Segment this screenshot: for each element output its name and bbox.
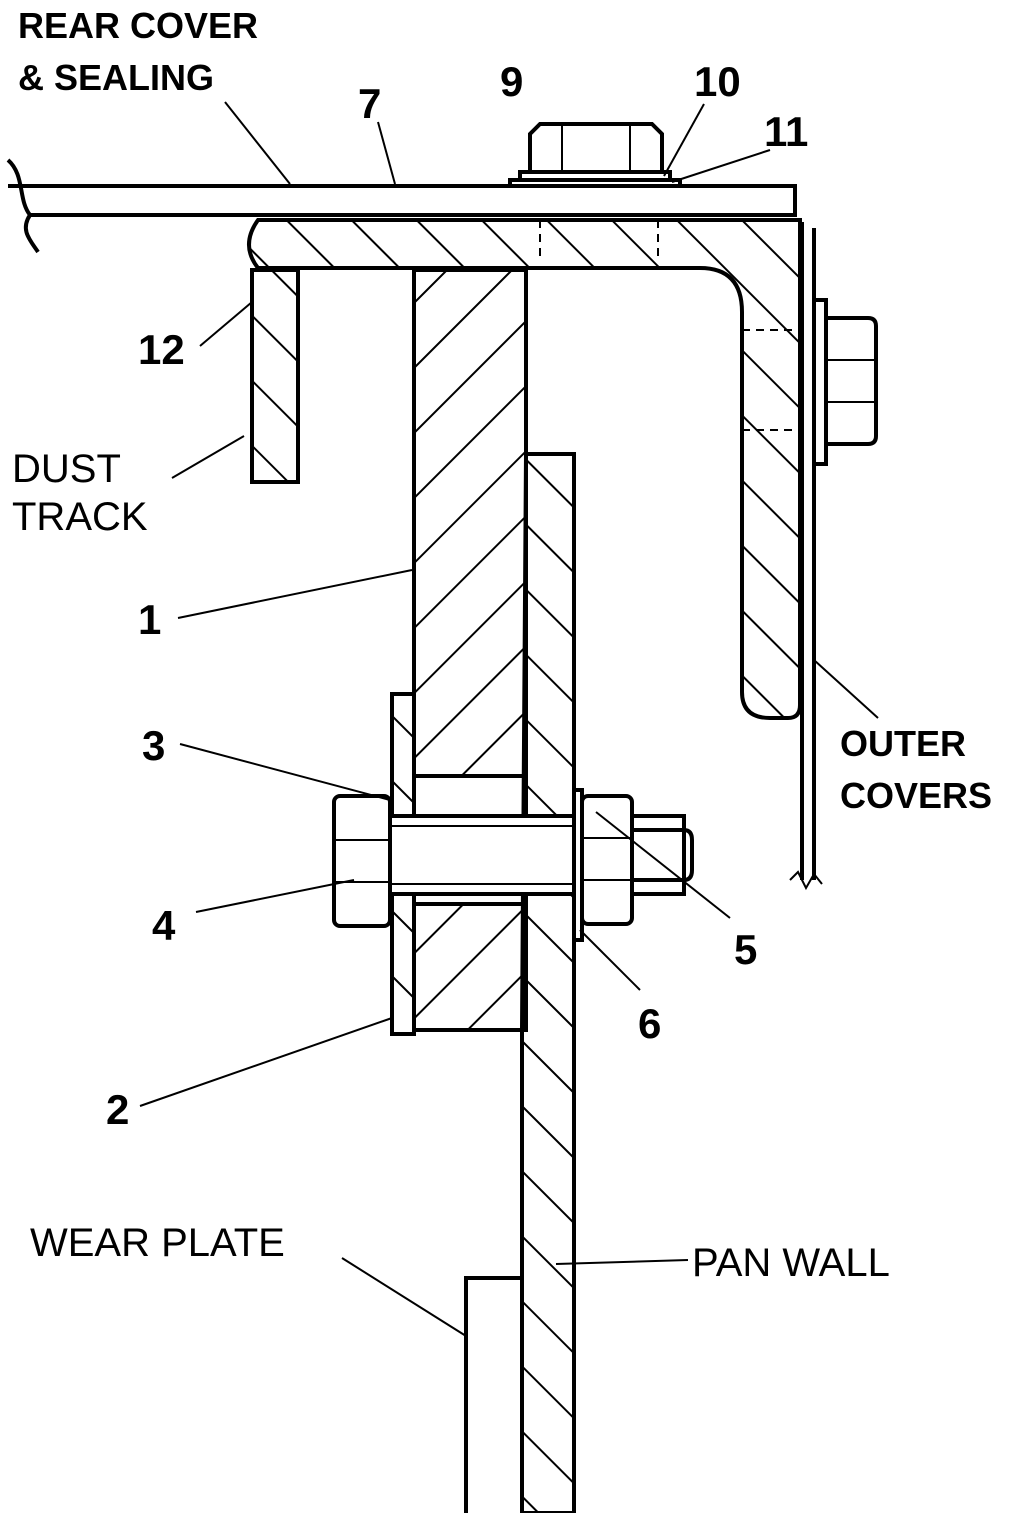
label-pan-wall: PAN WALL — [692, 1241, 890, 1285]
label-outer-line1: OUTER — [840, 723, 966, 764]
wear-plate — [464, 1276, 520, 1513]
top-bolt — [508, 122, 682, 188]
label-10: 10 — [694, 58, 741, 105]
outer-covers — [789, 222, 878, 891]
label-rear-cover-line1: REAR COVER — [18, 5, 258, 46]
label-dust-line1: DUST — [12, 447, 121, 491]
bolt-assembly — [332, 788, 694, 942]
label-dust-line2: TRACK — [12, 495, 148, 539]
angle-bracket — [247, 218, 802, 720]
label-7: 7 — [358, 80, 381, 127]
label-rear-cover-line2: & SEALING — [18, 57, 214, 98]
seal-block — [412, 268, 528, 1032]
label-3: 3 — [142, 722, 165, 769]
rear-cover-plate — [6, 158, 797, 254]
label-12: 12 — [138, 326, 185, 373]
dust-track — [250, 268, 300, 484]
label-outer-line2: COVERS — [840, 775, 992, 816]
label-wear-plate: WEAR PLATE — [30, 1221, 285, 1265]
label-4: 4 — [152, 902, 176, 949]
label-9: 9 — [500, 58, 523, 105]
pan-wall — [520, 452, 576, 1513]
label-1: 1 — [138, 596, 161, 643]
label-5: 5 — [734, 926, 757, 973]
label-11: 11 — [764, 108, 808, 155]
label-6: 6 — [638, 1000, 661, 1047]
label-2: 2 — [106, 1086, 129, 1133]
leader-lines — [139, 101, 879, 1337]
